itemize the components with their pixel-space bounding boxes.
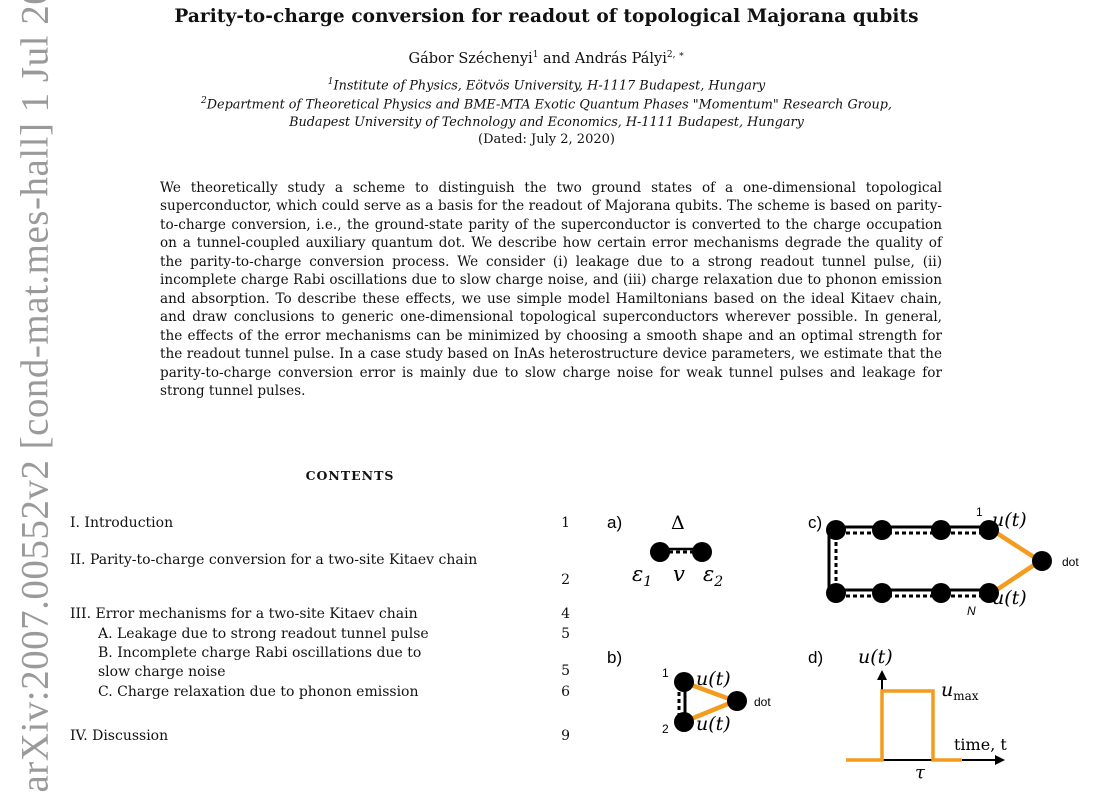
affiliation-2-mark: 2 xyxy=(201,96,207,106)
toc-label: I. Introduction xyxy=(70,515,174,531)
arxiv-identifier: arXiv:2007.00552v2 [cond-mat.mes-hall] 1… xyxy=(13,0,57,793)
toc-label: III. Error mechanisms for a two-site Kit… xyxy=(70,606,418,622)
delta-label: Δ xyxy=(671,512,685,534)
toc-label: A. Leakage due to strong readout tunnel … xyxy=(98,626,429,642)
author-conjunction: and xyxy=(543,50,571,67)
contents-heading: CONTENTS xyxy=(305,468,395,483)
panel-c-label: c) xyxy=(808,513,822,532)
chain-coupling-u-bottom: u(t) xyxy=(992,587,1027,609)
coupling-u-bottom: u(t) xyxy=(696,713,731,735)
affiliation-1: 1Institute of Physics, Eötvös University… xyxy=(0,77,1093,93)
toc-page: 2 xyxy=(561,572,570,588)
affiliation-2: 2Department of Theoretical Physics and B… xyxy=(0,96,1093,112)
toc-page: 5 xyxy=(561,663,570,679)
toc-page: 4 xyxy=(561,606,570,622)
author-2-affil: 2, ∗ xyxy=(666,50,685,60)
affiliation-1-text: Institute of Physics, Eötvös University,… xyxy=(333,78,766,94)
author-1-affil: 1 xyxy=(532,50,539,60)
chain-coupling-u-top: u(t) xyxy=(992,509,1027,531)
panel-d-label: d) xyxy=(808,648,823,667)
epsilon-2-label: ε2 xyxy=(703,562,723,590)
panel-a-label: a) xyxy=(607,513,622,532)
affiliation-2-line2: Budapest University of Technology and Ec… xyxy=(289,115,804,130)
chain-dot-label: dot xyxy=(1062,555,1079,569)
chain-site-n-label: N xyxy=(967,604,976,618)
toc-entry[interactable]: III. Error mechanisms for a two-site Kit… xyxy=(70,605,570,624)
abstract: We theoretically study a scheme to disti… xyxy=(160,180,942,399)
toc-entry[interactable]: C. Charge relaxation due to phonon emiss… xyxy=(98,683,570,702)
paper-title: Parity-to-charge conversion for readout … xyxy=(174,6,919,27)
toc-page: 9 xyxy=(561,728,570,744)
toc-label: II. Parity-to-charge conversion for a tw… xyxy=(70,552,478,568)
chain-site-1-label: 1 xyxy=(976,505,983,519)
site-2-dot xyxy=(692,542,712,562)
site-1-label: 1 xyxy=(662,666,669,680)
author-1: Gábor Széchenyi xyxy=(408,50,533,67)
two-site-chain xyxy=(650,542,712,562)
toc-label: IV. Discussion xyxy=(70,728,169,744)
author-2: András Pályi xyxy=(574,50,667,67)
toc-entry[interactable]: B. Incomplete charge Rabi oscillations d… xyxy=(98,644,570,681)
toc-entry[interactable]: A. Leakage due to strong readout tunnel … xyxy=(98,625,570,644)
epsilon-1-label: ε1 xyxy=(632,562,652,590)
dot-label: dot xyxy=(754,695,771,709)
date-line: (Dated: July 2, 2020) xyxy=(478,132,615,147)
long-kitaev-chain xyxy=(826,520,1052,603)
schematic-figure: a) Δ ε1 v ε2 b) 1 2 u(t) u(t) dot c) xyxy=(607,505,1079,783)
toc-label: C. Charge relaxation due to phonon emiss… xyxy=(98,684,419,700)
v-label: v xyxy=(673,562,685,586)
affiliation-1-mark: 1 xyxy=(327,77,334,87)
umax-label: umax xyxy=(941,679,979,703)
panel-b-label: b) xyxy=(607,648,622,667)
site-1-dot xyxy=(650,542,670,562)
site-2-label: 2 xyxy=(662,722,669,736)
pulse-trace xyxy=(846,689,962,762)
toc-page: 5 xyxy=(561,626,570,642)
toc-page: 1 xyxy=(561,515,570,531)
toc-label: B. Incomplete charge Rabi oscillations d… xyxy=(98,645,422,680)
toc-page: 6 xyxy=(561,684,570,700)
toc-entry[interactable]: IV. Discussion 9 xyxy=(70,727,570,746)
pulse-axis-label: u(t) xyxy=(858,646,893,668)
coupling-u-top: u(t) xyxy=(696,668,731,690)
site-dot-triangle xyxy=(674,672,747,732)
toc-entry[interactable]: II. Parity-to-charge conversion for a tw… xyxy=(70,551,570,588)
pulse-plot xyxy=(846,670,1005,765)
affiliation-2-text: Department of Theoretical Physics and BM… xyxy=(206,97,892,113)
tau-label: τ xyxy=(915,762,926,783)
time-axis-label: time, t xyxy=(954,735,1007,754)
author-line: Gábor Széchenyi1 and András Pályi2, ∗ xyxy=(0,50,1093,67)
toc-entry[interactable]: I. Introduction 1 xyxy=(70,514,570,533)
